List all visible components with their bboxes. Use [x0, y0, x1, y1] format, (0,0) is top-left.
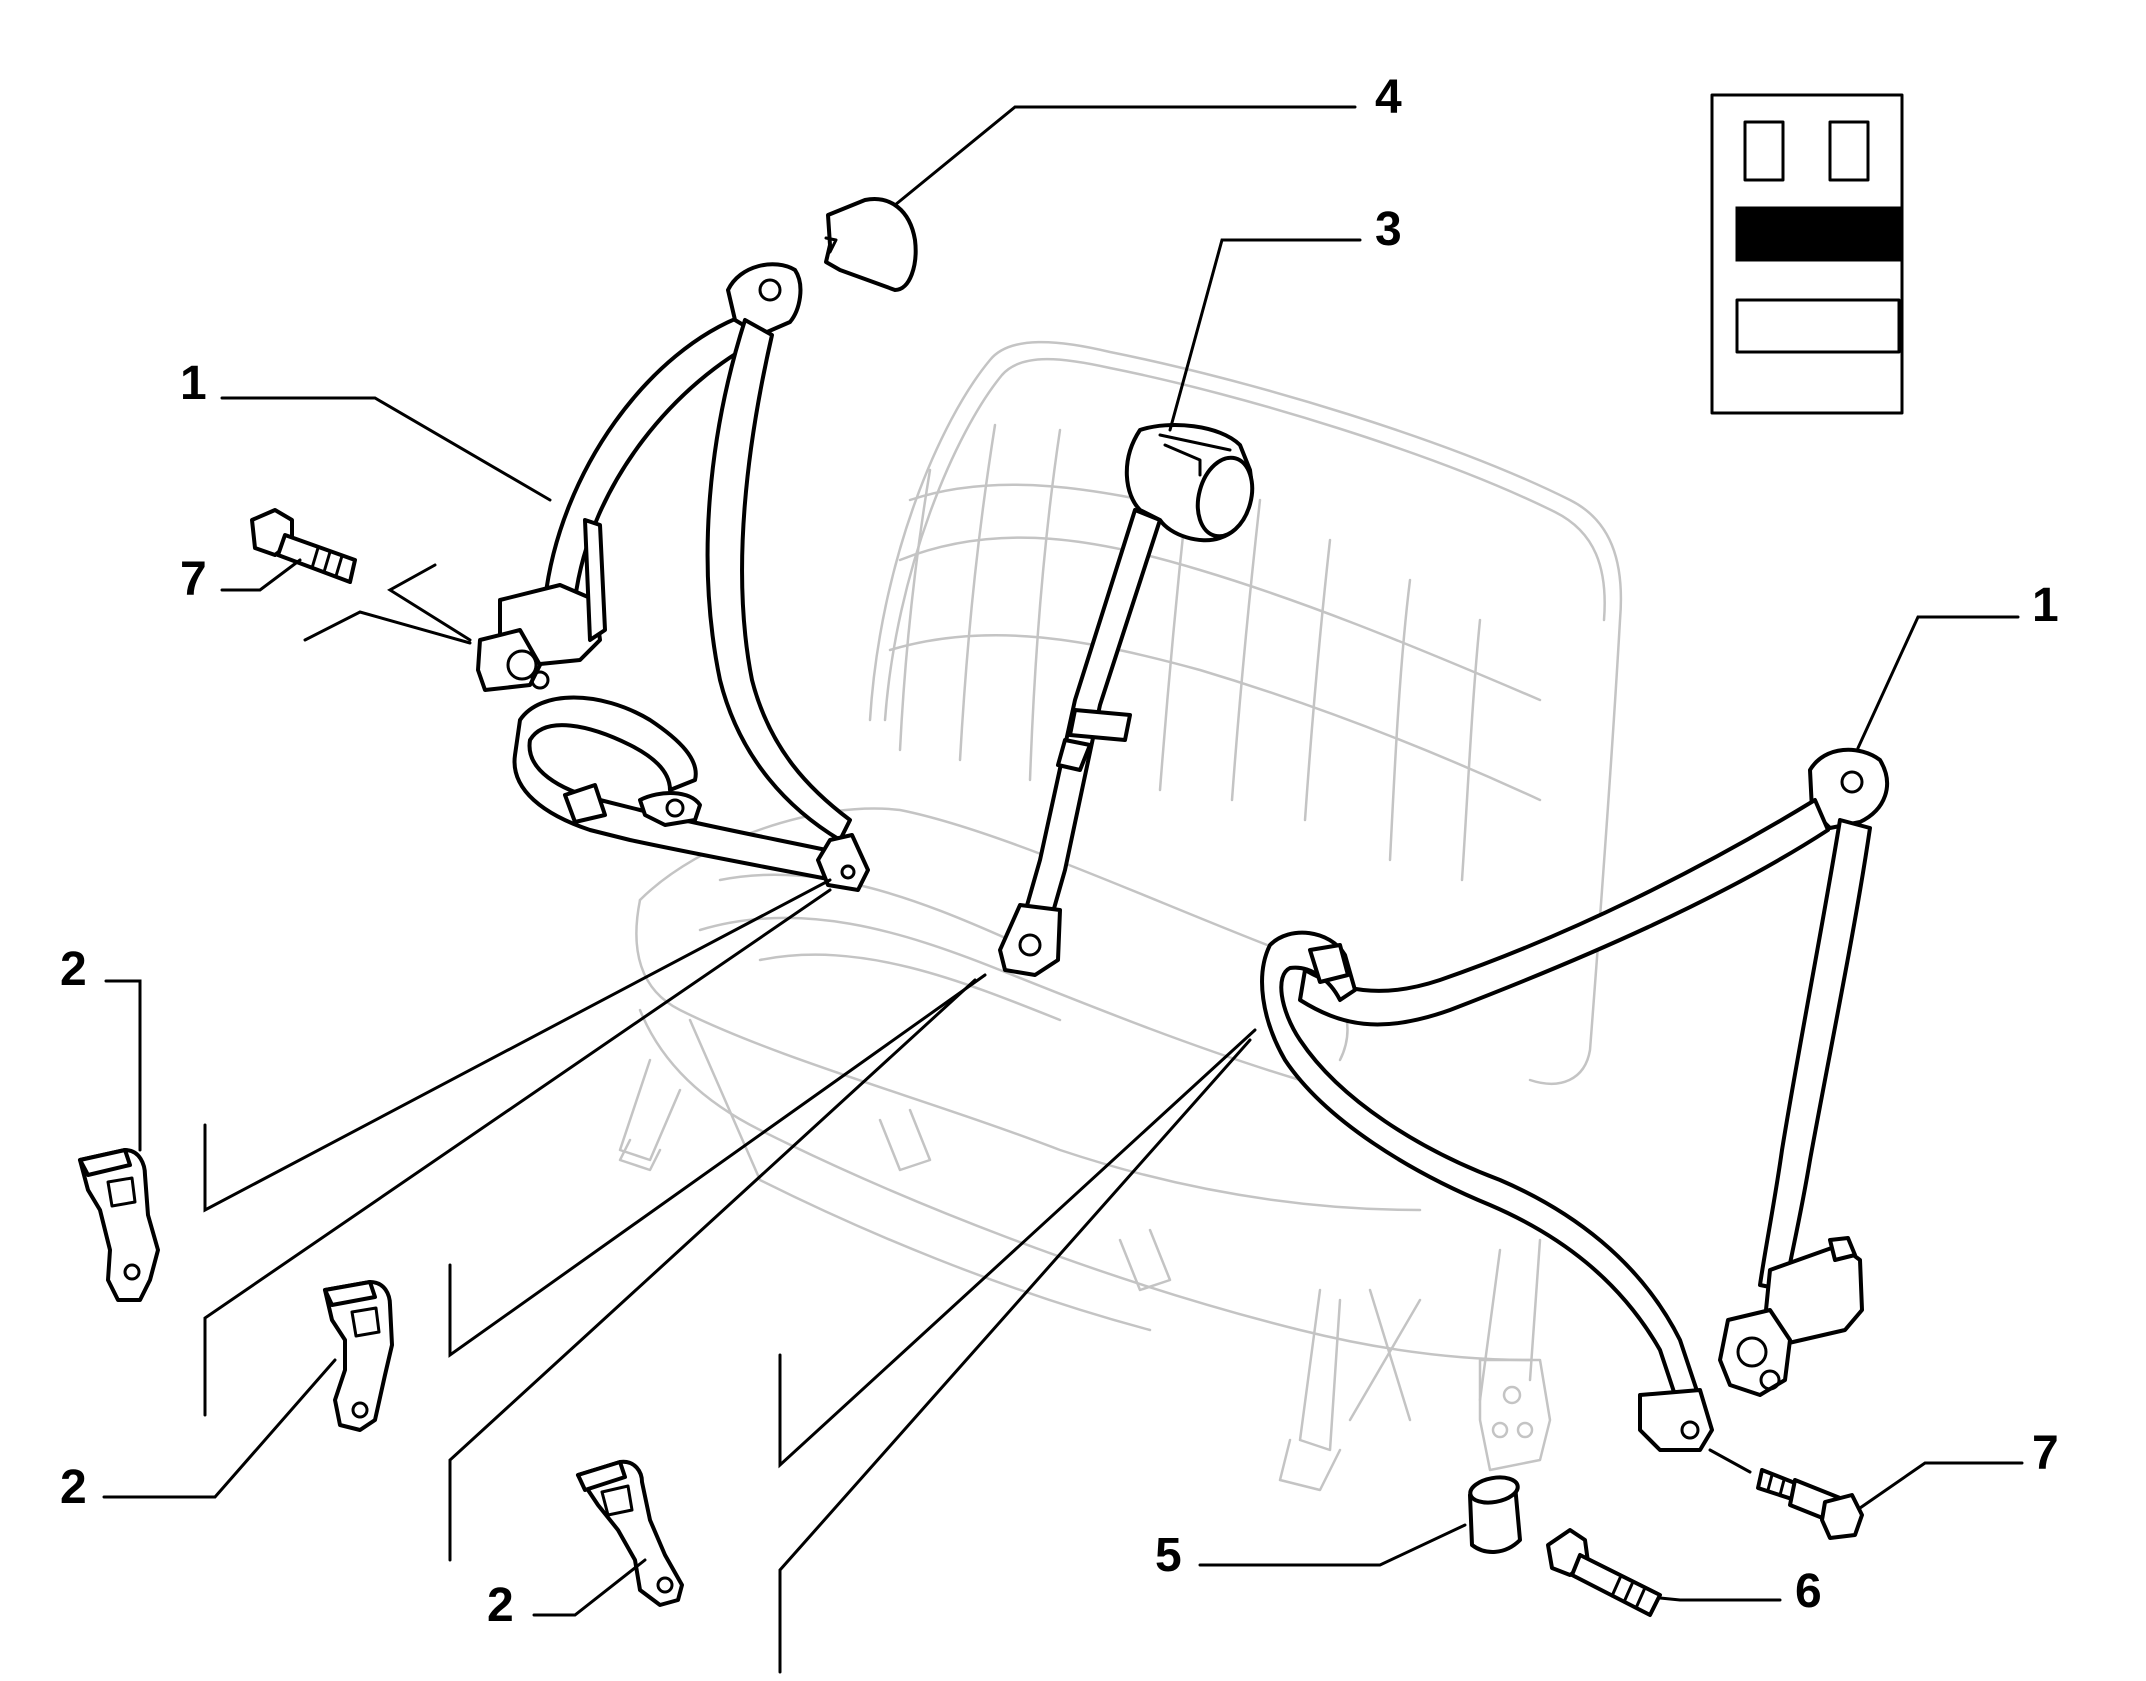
part-3-center-belt	[998, 423, 1255, 977]
callout-3: 3	[1375, 203, 1402, 256]
part-2-buckle-c	[576, 1459, 684, 1607]
part-6-bolt	[1546, 1528, 1662, 1617]
part-1-left-belt	[476, 262, 870, 892]
callout-1-right: 1	[2032, 579, 2059, 632]
part-7-bolt-left	[250, 508, 357, 584]
callout-1-left: 1	[180, 357, 207, 410]
callout-2-c: 2	[487, 1579, 514, 1632]
callout-7-right: 7	[2032, 1427, 2059, 1480]
vehicle-legend-icon	[1710, 93, 1904, 415]
part-1-right-belt	[1260, 747, 1890, 1452]
callout-2-a: 2	[60, 943, 87, 996]
part-7-bolt-right	[1756, 1468, 1864, 1540]
callout-6: 6	[1795, 1565, 1822, 1618]
part-5-bush	[1468, 1475, 1522, 1554]
rear-bench-seat	[618, 340, 1623, 1492]
callout-5: 5	[1155, 1529, 1182, 1582]
part-2-buckle-a	[78, 1148, 160, 1302]
part-4-trim-cover	[824, 197, 918, 292]
leader-lines	[102, 105, 2024, 1674]
callout-4: 4	[1375, 71, 1402, 124]
callout-7-left: 7	[180, 553, 207, 606]
part-2-buckle-b	[323, 1280, 394, 1432]
callout-2-b: 2	[60, 1461, 87, 1514]
